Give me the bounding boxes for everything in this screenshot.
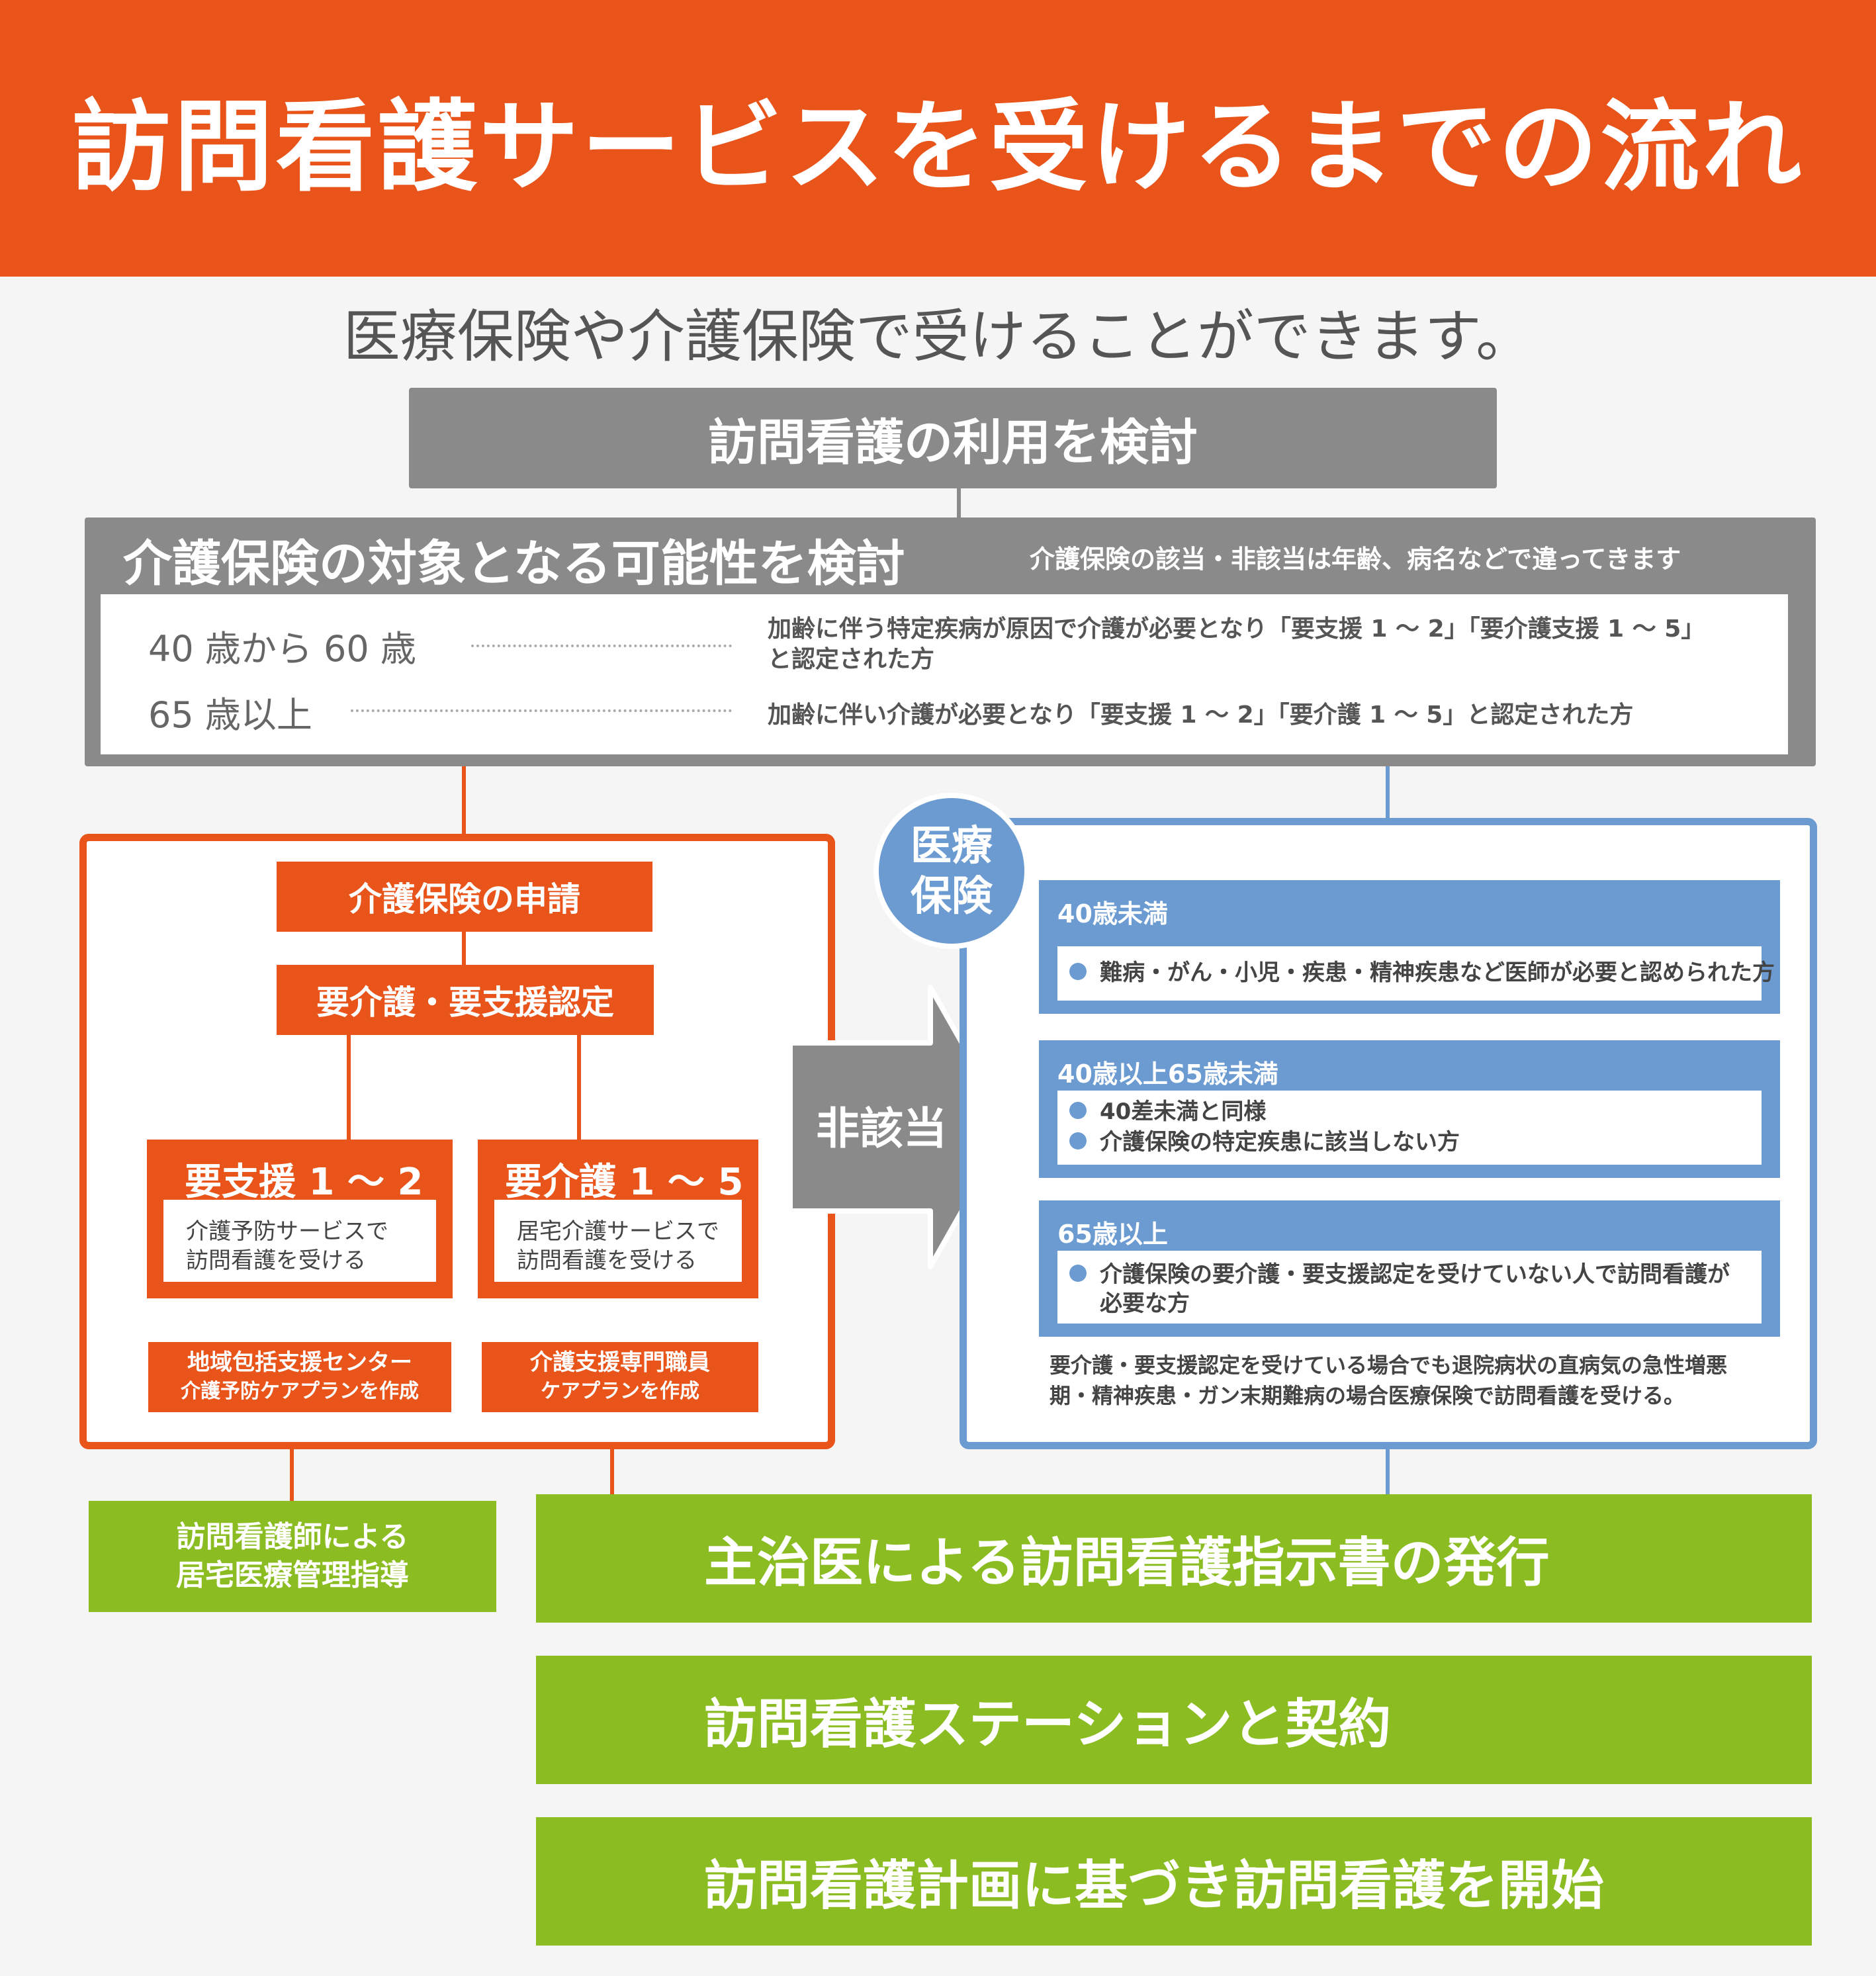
page-subtitle: 医療保険や介護保険で受けることができます。 (343, 303, 1533, 370)
step-consider-visit-nursing: 訪問看護の利用を検討 (409, 388, 1497, 488)
connector-line (290, 1449, 294, 1502)
guidance-text: 訪問看護師による (176, 1520, 409, 1554)
dotted-leader (351, 709, 732, 712)
item-text: 介護保険の特定疾患に該当しない方 (1100, 1129, 1460, 1155)
condition-65-plus: 加齢に伴い介護が必要となり「要支援 1 ～ 2」「要介護 1 ～ 5」と認定され… (768, 701, 1634, 729)
eligibility-conditions (101, 594, 1788, 754)
regional-support-center: 地域包括支援センター 介護予防ケアプランを作成 (148, 1342, 451, 1412)
list-item: 難病・がん・小児・疾患・精神疾患など医師が必要と認められた方 (1069, 958, 1775, 987)
support-level-label: 要支援 1 ～ 2 (185, 1161, 424, 1204)
item-text: 介護保険の要介護・要支援認定を受けていない人で訪問看護が (1100, 1261, 1730, 1288)
care-eligibility-title: 介護保険の対象となる可能性を検討 (123, 535, 905, 592)
connector-line (462, 932, 466, 966)
description-text: 介護予防サービスで (186, 1218, 388, 1245)
org-role: 介護予防ケアプランを作成 (181, 1380, 419, 1403)
list-item-continued: 必要な方 (1100, 1290, 1190, 1317)
care-insurance-application: 介護保険の申請 (277, 862, 652, 932)
care-level-description: 居宅介護サービスで 訪問看護を受ける (494, 1200, 742, 1282)
bullet-icon (1069, 1264, 1087, 1282)
connector-line (577, 1035, 581, 1141)
non-applicable-label: 非該当 (816, 1103, 947, 1154)
connector-line (347, 1035, 351, 1141)
step-doctor-instruction: 主治医による訪問看護指示書の発行 (536, 1494, 1812, 1623)
item-text: 40差未満と同様 (1100, 1099, 1267, 1125)
bullet-icon (1069, 962, 1087, 980)
medical-group-under-40: 40歳未満 難病・がん・小児・疾患・精神疾患など医師が必要と認められた方 (1039, 880, 1780, 1014)
dotted-leader (471, 645, 732, 647)
page-title-banner: 訪問看護サービスを受けるまでの流れ (0, 0, 1876, 277)
group-body: 介護保険の要介護・要支援認定を受けていない人で訪問看護が 必要な方 (1057, 1251, 1762, 1324)
connector-line (462, 766, 466, 835)
badge-text: 保険 (910, 872, 993, 920)
care-manager: 介護支援専門職員 ケアプランを作成 (482, 1342, 758, 1412)
care-level-card: 要介護 1 ～ 5 居宅介護サービスで 訪問看護を受ける (478, 1140, 758, 1298)
group-heading: 65歳以上 (1057, 1220, 1168, 1249)
medical-insurance-note: 要介護・要支援認定を受けている場合でも退院病状の直病気の急性増悪 期・精神疾患・… (1050, 1350, 1784, 1411)
condition-text: 加齢に伴う特定疾病が原因で介護が必要となり「要支援 1 ～ 2」「要介護支援 1… (768, 615, 1705, 643)
care-level-label: 要介護 1 ～ 5 (505, 1161, 744, 1204)
medical-group-65-plus: 65歳以上 介護保険の要介護・要支援認定を受けていない人で訪問看護が 必要な方 (1039, 1200, 1780, 1337)
item-text: 難病・がん・小児・疾患・精神疾患など医師が必要と認められた方 (1100, 960, 1775, 986)
support-level-description: 介護予防サービスで 訪問看護を受ける (163, 1200, 436, 1282)
description-text: 居宅介護サービスで (517, 1218, 719, 1245)
list-item: 介護保険の特定疾患に該当しない方 (1069, 1128, 1460, 1157)
care-certification: 要介護・要支援認定 (277, 965, 654, 1035)
step-station-contract: 訪問看護ステーションと契約 (536, 1656, 1812, 1784)
group-body: 難病・がん・小児・疾患・精神疾患など医師が必要と認められた方 (1057, 946, 1775, 1001)
medical-insurance-badge: 医療 保険 (873, 793, 1030, 949)
org-name: 地域包括支援センター (187, 1349, 412, 1376)
care-eligibility-note: 介護保険の該当・非該当は年齢、病名などで違ってきます (1030, 545, 1681, 574)
description-text: 訪問看護を受ける (517, 1247, 697, 1274)
badge-text: 医療 (910, 821, 993, 870)
group-heading: 40歳未満 (1057, 899, 1168, 928)
condition-40-60: 加齢に伴う特定疾病が原因で介護が必要となり「要支援 1 ～ 2」「要介護支援 1… (768, 614, 1760, 675)
connector-line (957, 488, 961, 519)
connector-line (610, 1449, 614, 1496)
note-text: 期・精神疾患・ガン末期難病の場合医療保険で訪問看護を受ける。 (1050, 1383, 1685, 1408)
support-level-card: 要支援 1 ～ 2 介護予防サービスで 訪問看護を受ける (147, 1140, 453, 1298)
list-item: 40差未満と同様 (1069, 1097, 1266, 1126)
org-name: 介護支援専門職員 (530, 1349, 710, 1376)
step-start-visit-nursing: 訪問看護計画に基づき訪問看護を開始 (536, 1817, 1812, 1946)
group-heading: 40歳以上65歳未満 (1057, 1059, 1278, 1089)
home-medical-guidance: 訪問看護師による 居宅医療管理指導 (89, 1501, 496, 1612)
org-role: ケアプランを作成 (541, 1380, 699, 1403)
age-range-40-60: 40 歳から 60 歳 (148, 628, 416, 670)
note-text: 要介護・要支援認定を受けている場合でも退院病状の直病気の急性増悪 (1050, 1353, 1728, 1378)
connector-line (1386, 766, 1390, 819)
connector-line (1386, 1449, 1390, 1496)
bullet-icon (1069, 1132, 1087, 1149)
condition-text: と認定された方 (768, 646, 935, 673)
page-title: 訪問看護サービスを受けるまでの流れ (71, 89, 1805, 205)
description-text: 訪問看護を受ける (186, 1247, 366, 1274)
age-range-65-plus: 65 歳以上 (148, 694, 312, 736)
bullet-icon (1069, 1101, 1087, 1119)
medical-group-40-to-65: 40歳以上65歳未満 40差未満と同様 介護保険の特定疾患に該当しない方 (1039, 1040, 1780, 1178)
group-body: 40差未満と同様 介護保険の特定疾患に該当しない方 (1057, 1091, 1762, 1165)
guidance-text: 居宅医療管理指導 (176, 1558, 409, 1592)
list-item: 介護保険の要介護・要支援認定を受けていない人で訪問看護が (1069, 1260, 1730, 1289)
